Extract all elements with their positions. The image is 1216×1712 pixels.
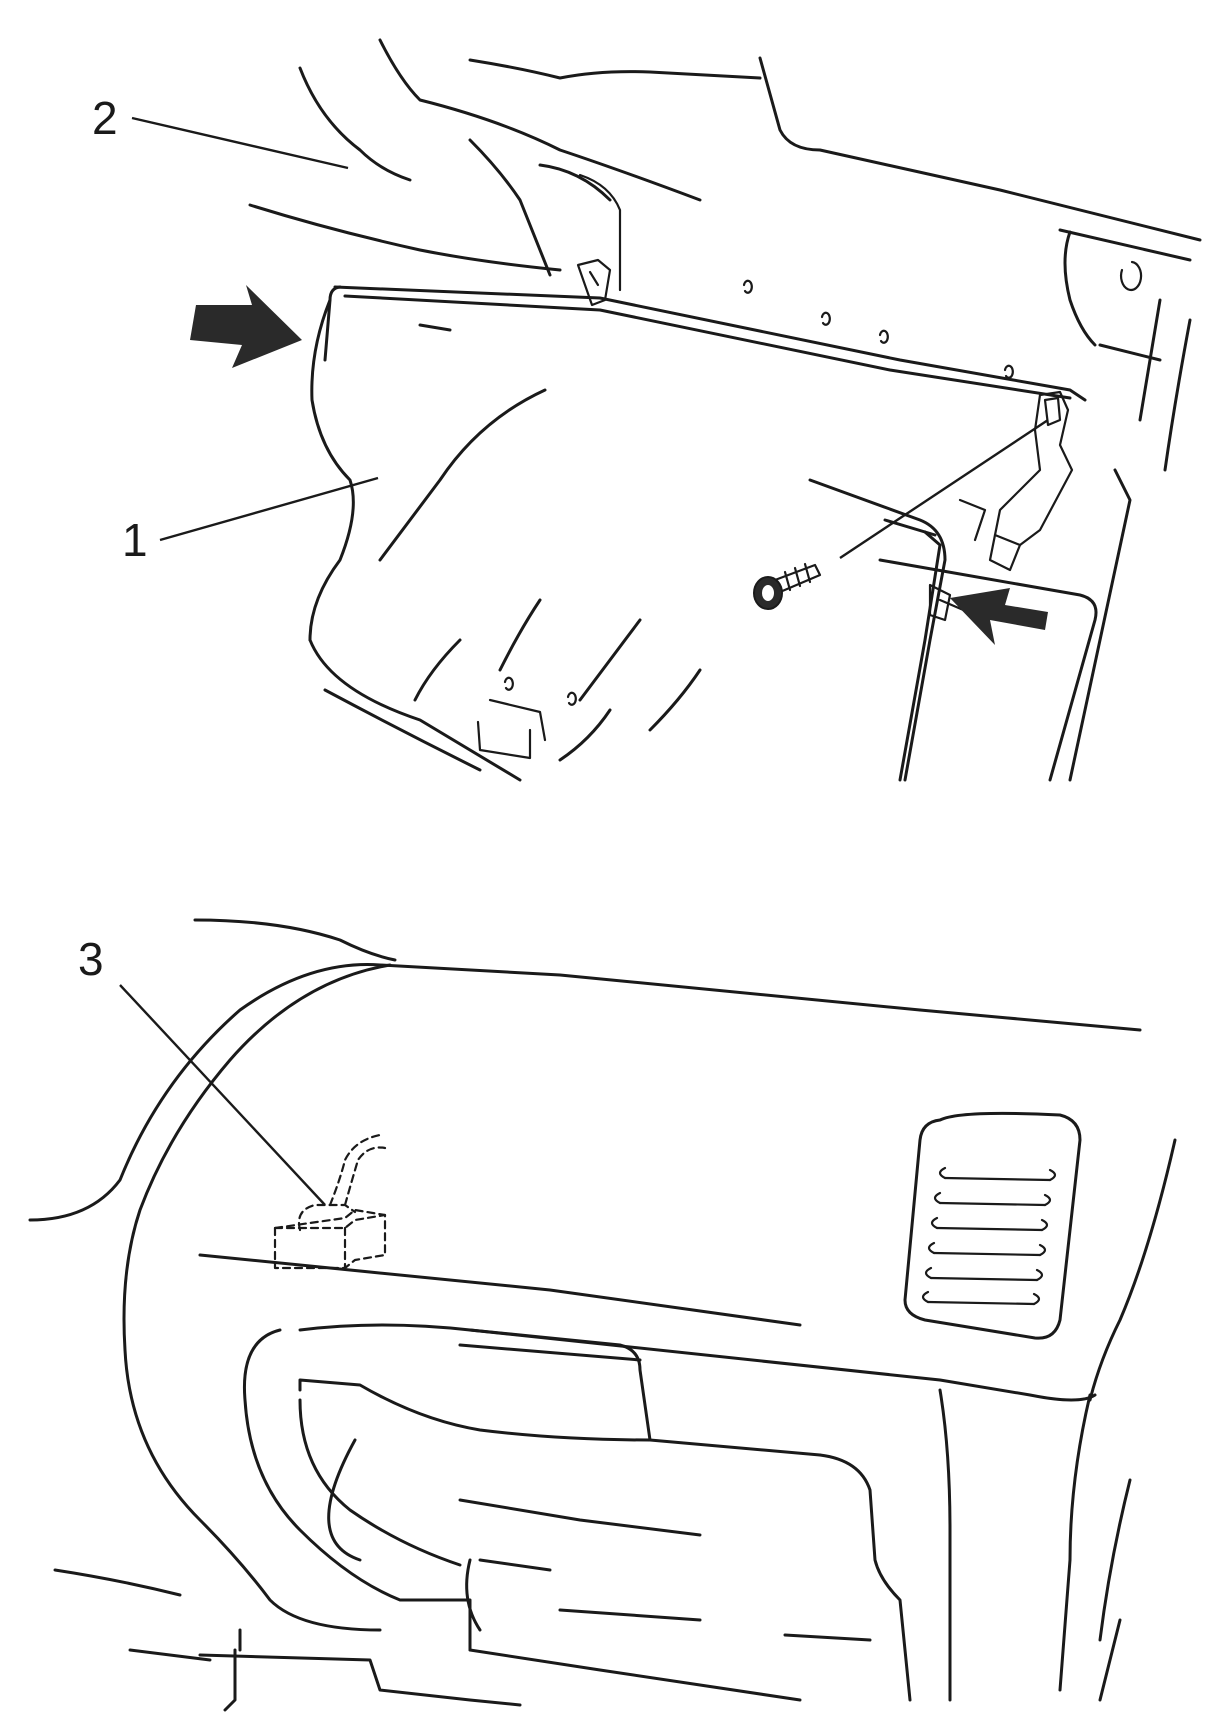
push-arrow-left-icon <box>190 285 302 368</box>
callout-3: 3 <box>78 933 326 1206</box>
lower-view-instrument-panel: 3 <box>28 918 1177 1712</box>
upper-view-glovebox: 1 2 <box>92 38 1202 782</box>
callout-1: 1 <box>122 476 379 566</box>
hidden-module <box>273 1133 387 1270</box>
callout-2-label: 2 <box>92 92 118 144</box>
callout-1-label: 1 <box>122 514 148 566</box>
instrument-panel-background <box>248 38 1202 706</box>
callout-3-label: 3 <box>78 933 104 985</box>
push-arrow-right-icon <box>950 588 1048 645</box>
glovebox-assembly <box>308 258 1132 782</box>
screw <box>753 419 1049 610</box>
callout-2: 2 <box>92 92 349 170</box>
air-vent <box>903 1111 1082 1340</box>
